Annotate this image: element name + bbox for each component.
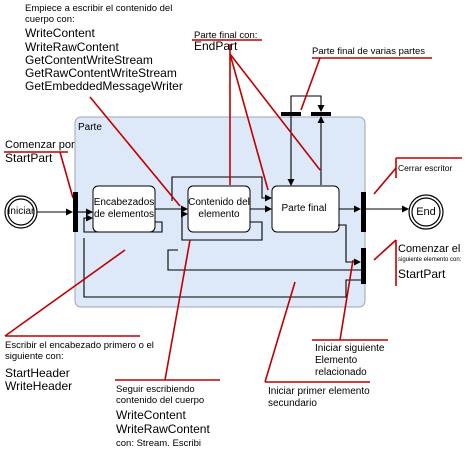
multi-bar-left: [281, 112, 301, 116]
multi-bar-right: [311, 112, 331, 116]
end-part-method: EndPart: [194, 39, 238, 53]
end-join-bar: [361, 192, 366, 232]
end-part-intro: Parte final con:: [194, 30, 258, 41]
end-node: [408, 194, 444, 230]
content-label: Contenido del elemento: [188, 197, 250, 220]
final-label: Parte final: [281, 203, 327, 214]
start-part-intro: Comenzar por: [5, 139, 75, 151]
method-getcontentwritestream: GetContentWriteStream: [25, 53, 153, 67]
end-label: End: [416, 206, 436, 218]
part-label: Parte: [78, 122, 102, 133]
method-continue-writerawcontent: WriteRawContent: [116, 422, 210, 436]
continue-body-intro: Seguir escribiendo contenido del cuerpo: [116, 384, 205, 406]
method-writerawcontent: WriteRawContent: [25, 40, 119, 54]
transitions: [37, 95, 409, 298]
continue-body-extra: con: Stream. Escribi: [116, 438, 201, 449]
method-startheader: StartHeader: [5, 366, 70, 380]
headers-label: Encabezados de elementos: [93, 197, 155, 220]
close-writer: Cerrar escritor: [398, 163, 453, 173]
method-continue-writecontent: WriteContent: [116, 408, 186, 422]
next-part-bar: [361, 248, 366, 284]
callout-lines: [4, 39, 462, 383]
start-label: Iniciar: [7, 206, 35, 217]
start-fork-bar: [73, 192, 78, 232]
method-writeheader: WriteHeader: [5, 379, 73, 393]
start-next-small: siguiente elemento con:: [398, 257, 462, 263]
begin-body-intro: Empiece a escribir el contenido del cuer…: [25, 3, 173, 25]
method-writecontent: WriteContent: [25, 26, 95, 40]
start-next-related: Iniciar siguiente Elemento relacionado: [315, 343, 385, 378]
start-part-method: StartPart: [5, 151, 53, 165]
start-first-child: Iniciar primer elemento secundario: [268, 386, 370, 409]
start-next-method: StartPart: [398, 267, 446, 281]
method-getembeddedmessagewriter: GetEmbeddedMessageWriter: [25, 79, 183, 93]
end-part-multi: Parte final de varias partes: [312, 46, 426, 57]
write-header-intro: Escribir el encabezado primero o el sigu…: [5, 340, 154, 362]
method-getrawcontentwritestream: GetRawContentWriteStream: [25, 66, 177, 80]
start-next-intro: Comenzar el: [398, 243, 461, 255]
